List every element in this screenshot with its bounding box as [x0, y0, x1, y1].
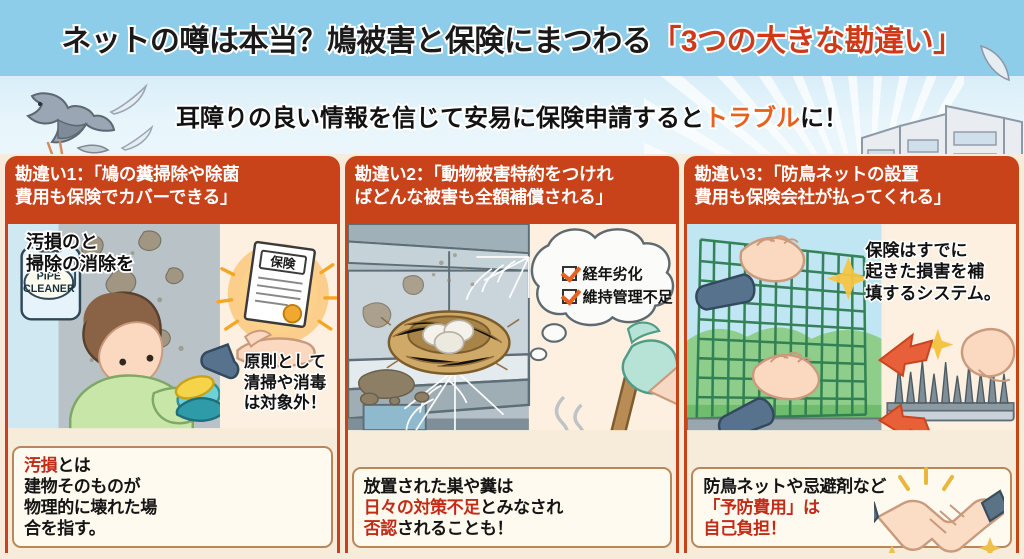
panel-2-heading: 勘違い2：「動物被害特約をつけれ ばどんな被害も全額補償される」: [344, 156, 680, 224]
panel-1-caption-text: 汚損とは 建物そのものが 物理的に壊れた場 合を指す。: [24, 455, 321, 539]
svg-text:PIPE: PIPE: [37, 270, 61, 282]
checklist-item-1: 経年劣化: [561, 264, 673, 287]
panel-1-caption: 汚損とは 建物そのものが 物理的に壊れた場 合を指す。: [12, 445, 333, 548]
panels-container: 勘違い1：「鳩の糞掃除や除菌 費用も保険でカバーできる」: [0, 156, 1024, 559]
caption-red-lead: 汚損: [24, 455, 58, 475]
subtitle-main-2: に！: [798, 103, 850, 134]
checklist-label-2: 維持管理不足: [582, 288, 673, 306]
caption-line-2-red: 「予防費用」は: [703, 497, 820, 517]
caption-line-1: 防鳥ネットや忌避剤など: [703, 476, 886, 496]
subtitle: 耳障りの良い情報を信じて安易に保険申請するとトラブルに！: [0, 76, 1024, 154]
title-main: ネットの噂は本当？鳩被害と保険にまつわる: [59, 23, 654, 60]
caption-line-1: 放置された巣や糞は: [363, 476, 514, 496]
panel-1-art-label: 汚損のと 掃除の消除を: [24, 230, 136, 275]
caption-rest: とは 建物そのものが 物理的に壊れた場 合を指す。: [24, 455, 157, 538]
checklist-label-1: 経年劣化: [582, 266, 643, 283]
feather-icon: [120, 124, 154, 151]
panel-2: 勘違い2：「動物被害特約をつけれ ばどんな被害も全額補償される」: [344, 156, 680, 553]
title-bar: ネットの噂は本当？鳩被害と保険にまつわる「3つの大きな勘違い」: [0, 0, 1024, 76]
panel-3-caption-text: 防鳥ネットや忌避剤など「予防費用」は自己負担！: [703, 476, 1000, 539]
feather-icon: [109, 83, 148, 115]
panel-1-heading: 勘違い1：「鳩の糞掃除や除菌 費用も保険でカバーできる」: [5, 156, 340, 224]
panel-2-caption-text: 放置された巣や糞は日々の対策不足とみなされ否認されることも！: [364, 476, 661, 539]
checkbox-icon: [561, 288, 577, 304]
panel-2-caption: 放置された巣や糞は日々の対策不足とみなされ否認されることも！: [351, 466, 673, 548]
caption-line-2-red: 日々の対策不足: [363, 497, 481, 517]
panel-1: 勘違い1：「鳩の糞掃除や除菌 費用も保険でカバーできる」: [5, 156, 340, 553]
subtitle-main-1: 耳障りの良い情報を信じて安易に保険申請すると: [174, 103, 706, 134]
panel-1-side-text: 原則として 清掃や消毒 は対象外！: [242, 352, 328, 414]
caption-line-3-rest: されることも！: [396, 518, 514, 538]
svg-text:CLEANER: CLEANER: [23, 283, 75, 295]
caption-line-2-rest: とみなされ: [479, 497, 563, 517]
caption-line-3-red: 否認: [363, 518, 398, 538]
handshake-icon: [874, 466, 1005, 553]
panel-3-heading: 勘違い3：「防鳥ネットの設置 費用も保険会社が払ってくれる」: [684, 156, 1020, 224]
panel-3-caption: 防鳥ネットや忌避剤など「予防費用」は自己負担！: [691, 466, 1013, 553]
subtitle-highlight: トラブル: [702, 103, 802, 134]
page-title: ネットの噂は本当？鳩被害と保険にまつわる「3つの大きな勘違い」: [59, 16, 965, 60]
svg-text:保険: 保険: [268, 253, 296, 272]
panel-3-side-text: 保険はすでに 起きた損害を補 填するシステム。: [864, 240, 1003, 304]
pigeon-icon: [26, 92, 116, 154]
feather-icon: [979, 44, 1010, 82]
panel-1-body: PIPE CLEANER: [5, 224, 340, 553]
panel-3-body: 保険はすでに 起きた損害を補 填するシステム。 防鳥ネットや忌避剤など「予防費: [684, 224, 1020, 553]
building-icon: [861, 104, 1023, 154]
subtitle-band: 耳障りの良い情報を信じて安易に保険申請するとトラブルに！: [0, 76, 1024, 154]
panel-3: 勘違い3：「防鳥ネットの設置 費用も保険会社が払ってくれる」: [684, 156, 1020, 553]
checkbox-icon: [561, 266, 577, 281]
checklist-item-2: 維持管理不足: [561, 287, 673, 310]
panel-2-body: 経年劣化 維持管理不足 放置された巣や糞は日々の対策不足とみなされ否認されること…: [344, 224, 680, 553]
title-highlight: 「3つの大きな勘違い」: [649, 23, 965, 60]
panel-2-checklist: 経年劣化 維持管理不足: [561, 264, 673, 310]
caption-line-3-red: 自己負担！: [703, 518, 787, 538]
